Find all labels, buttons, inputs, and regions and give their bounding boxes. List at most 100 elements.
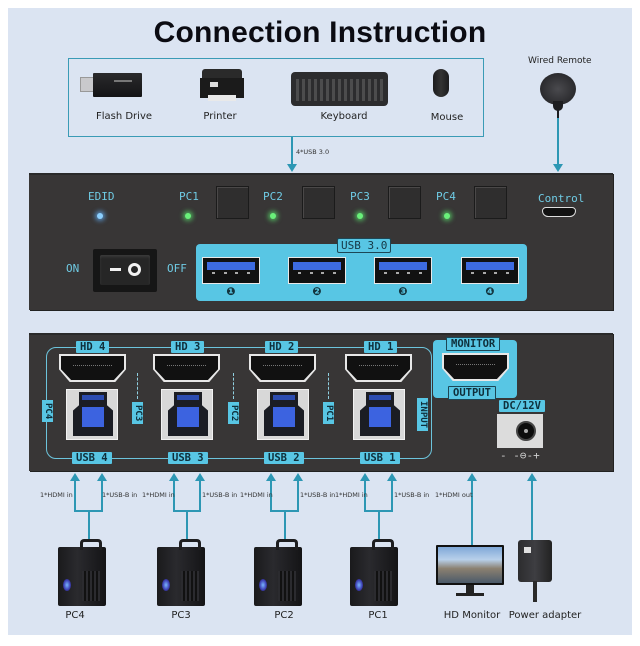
port-number: ❹ — [485, 285, 495, 298]
connector-line — [199, 478, 201, 511]
connector-line — [364, 478, 366, 511]
pc4-label: PC4 — [436, 190, 456, 203]
arrow-up-icon — [360, 473, 370, 481]
wired-remote-label: Wired Remote — [528, 56, 592, 66]
connector-line — [531, 478, 533, 540]
connector-line — [74, 478, 76, 511]
power-off-label: OFF — [167, 262, 187, 275]
hdmi-in-label: 1*HDMI in — [240, 491, 273, 499]
hdmi-in-label: 1*HDMI in — [40, 491, 73, 499]
monitor-icon — [436, 545, 504, 597]
arrow-down-icon — [553, 164, 563, 172]
dc-tag: DC/12V — [499, 400, 545, 412]
usb-b-input-port[interactable] — [66, 389, 118, 440]
control-port-icon — [542, 207, 576, 217]
usb-tag: USB 1 — [360, 452, 400, 464]
power-switch[interactable] — [93, 249, 157, 292]
usb-link-line — [291, 137, 293, 167]
power-adapter-icon — [518, 540, 552, 602]
pc-tower-icon — [157, 539, 205, 606]
usb-a-port[interactable] — [461, 257, 519, 284]
hdmi-in-label: 1*HDMI in — [335, 491, 368, 499]
device-label: HD Monitor — [443, 610, 501, 621]
port-number: ❸ — [398, 285, 408, 298]
port-number: ❷ — [312, 285, 322, 298]
usb-b-in-label: 1*USB-B in — [102, 491, 138, 499]
connector-line — [101, 478, 103, 511]
hdmi-input-port[interactable] — [59, 354, 126, 382]
connector-line — [284, 510, 286, 540]
pc-tag: PC4 — [42, 400, 53, 423]
separator — [233, 373, 234, 399]
pc3-led — [357, 213, 363, 219]
page-title: Connection Instruction — [153, 16, 487, 49]
output-tag: OUTPUT — [448, 386, 496, 400]
device-label: PC1 — [368, 610, 388, 621]
pc4-led — [444, 213, 450, 219]
pc4-switch-button[interactable] — [474, 186, 507, 219]
pc1-led — [185, 213, 191, 219]
hdmi-input-port[interactable] — [345, 354, 412, 382]
usb-b-input-port[interactable] — [161, 389, 213, 440]
arrow-up-icon — [195, 473, 205, 481]
separator — [137, 373, 138, 399]
usb-a-port[interactable] — [288, 257, 346, 284]
usb-b-input-port[interactable] — [257, 389, 309, 440]
pc-tower-icon — [350, 539, 398, 606]
arrow-up-icon — [467, 473, 477, 481]
edid-led — [97, 213, 103, 219]
on-symbol-icon — [110, 268, 121, 271]
dc-power-jack[interactable] — [497, 414, 543, 448]
pc3-label: PC3 — [350, 190, 370, 203]
pc-tag: PC2 — [228, 402, 239, 425]
hdmi-input-port[interactable] — [153, 354, 220, 382]
arrow-up-icon — [293, 473, 303, 481]
pc3-switch-button[interactable] — [388, 186, 421, 219]
usb-a-port[interactable] — [374, 257, 432, 284]
hdmi-output-port[interactable] — [442, 353, 509, 381]
usb-b-in-label: 1*USB-B in — [202, 491, 238, 499]
usb-tag: USB 3 — [168, 452, 208, 464]
usb-a-port[interactable] — [202, 257, 260, 284]
input-tag: INPUT — [417, 398, 428, 432]
usb-tag: USB 4 — [72, 452, 112, 464]
peripherals-box: Flash Drive Printer Keyboard Mouse — [68, 58, 484, 137]
pc1-switch-button[interactable] — [216, 186, 249, 219]
usb-b-input-port[interactable] — [353, 389, 405, 440]
arrow-down-icon — [287, 164, 297, 172]
background-panel — [8, 8, 632, 635]
pc-tower-icon — [254, 539, 302, 606]
printer-icon — [200, 69, 244, 103]
pc2-led — [270, 213, 276, 219]
mouse-icon — [433, 69, 449, 97]
usb-link-label: 4*USB 3.0 — [296, 148, 330, 156]
hdmi-out-label: 1*HDMI out — [435, 491, 473, 499]
arrow-up-icon — [387, 473, 397, 481]
edid-label: EDID — [88, 190, 115, 203]
usb-tag: USB 2 — [264, 452, 304, 464]
peripheral-label: Mouse — [430, 112, 464, 123]
hdmi-tag: HD 4 — [76, 341, 110, 353]
pc2-switch-button[interactable] — [302, 186, 335, 219]
peripheral-label: Flash Drive — [95, 111, 153, 122]
connector-line — [186, 510, 188, 540]
device-label: PC3 — [171, 610, 191, 621]
pc2-label: PC2 — [263, 190, 283, 203]
hdmi-tag: HD 3 — [171, 341, 205, 353]
off-symbol-icon — [128, 263, 141, 276]
control-label: Control — [538, 192, 585, 205]
arrow-up-icon — [97, 473, 107, 481]
hdmi-tag: HD 2 — [265, 341, 299, 353]
arrow-up-icon — [169, 473, 179, 481]
connector-line — [88, 510, 90, 540]
connector-line — [391, 478, 393, 511]
monitor-tag: MONITOR — [446, 337, 501, 351]
connector-line — [297, 478, 299, 511]
hdmi-input-port[interactable] — [249, 354, 316, 382]
pc-tag: PC3 — [132, 402, 143, 425]
arrow-up-icon — [266, 473, 276, 481]
pc-tag: PC1 — [323, 402, 334, 425]
hdmi-in-label: 1*HDMI in — [142, 491, 175, 499]
pc-tower-icon — [58, 539, 106, 606]
connector-line — [173, 478, 175, 511]
